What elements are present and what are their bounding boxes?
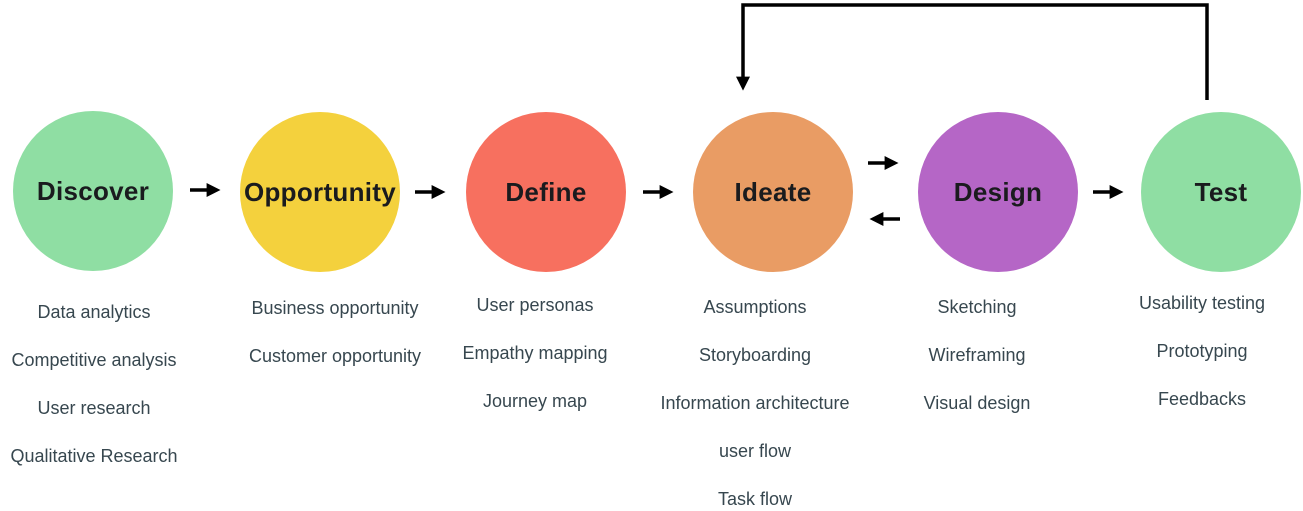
stage-item: Business opportunity — [251, 297, 419, 318]
stage-circle-test: Test — [1141, 112, 1301, 272]
stage-item: Competitive analysis — [11, 349, 177, 370]
stage-item: Prototyping — [1156, 340, 1248, 361]
stage-item: Data analytics — [37, 301, 151, 322]
stage-item: Feedbacks — [1157, 388, 1247, 409]
stage-item: Information architecture — [660, 392, 850, 413]
stage-item: Visual design — [923, 392, 1031, 413]
stage-circle-define: Define — [466, 112, 626, 272]
stage-label: Test — [1194, 176, 1248, 207]
stage-label: Define — [505, 176, 587, 207]
stage-item: User personas — [476, 294, 594, 315]
stage-circle-discover: Discover — [13, 111, 173, 271]
stage-circle-opportunity: Opportunity — [240, 112, 400, 272]
stage-item: user flow — [718, 440, 792, 461]
stage-items-ideate: Assumptions Storyboarding Information ar… — [625, 283, 885, 511]
stage-item: Storyboarding — [698, 344, 812, 365]
stage-label: Opportunity — [243, 176, 397, 207]
stage-items-test: Usability testing Prototyping Feedbacks — [1072, 279, 1303, 423]
stage-item: Task flow — [717, 488, 793, 509]
arrow-test-loop-to-ideate — [736, 3, 1209, 100]
stage-label: Ideate — [734, 176, 812, 207]
stage-item: Journey map — [482, 390, 588, 411]
stage-items-define: User personas Empathy mapping Journey ma… — [405, 281, 665, 425]
stage-circle-ideate: Ideate — [693, 112, 853, 272]
stage-item: Wireframing — [928, 344, 1026, 365]
stage-item: Assumptions — [703, 296, 807, 317]
stage-label: Discover — [36, 175, 150, 206]
stage-item: Qualitative Research — [10, 445, 178, 466]
stage-label: Design — [953, 176, 1043, 207]
stage-item: Customer opportunity — [248, 345, 422, 366]
stage-items-opportunity: Business opportunity Customer opportunit… — [205, 284, 465, 380]
stage-item: Usability testing — [1138, 292, 1266, 313]
stage-item: User research — [37, 397, 151, 418]
stage-item: Sketching — [937, 296, 1017, 317]
stage-items-discover: Data analytics Competitive analysis User… — [0, 288, 224, 480]
stage-circle-design: Design — [918, 112, 1078, 272]
stage-item: Empathy mapping — [462, 342, 608, 363]
stage-items-design: Sketching Wireframing Visual design — [847, 283, 1107, 427]
